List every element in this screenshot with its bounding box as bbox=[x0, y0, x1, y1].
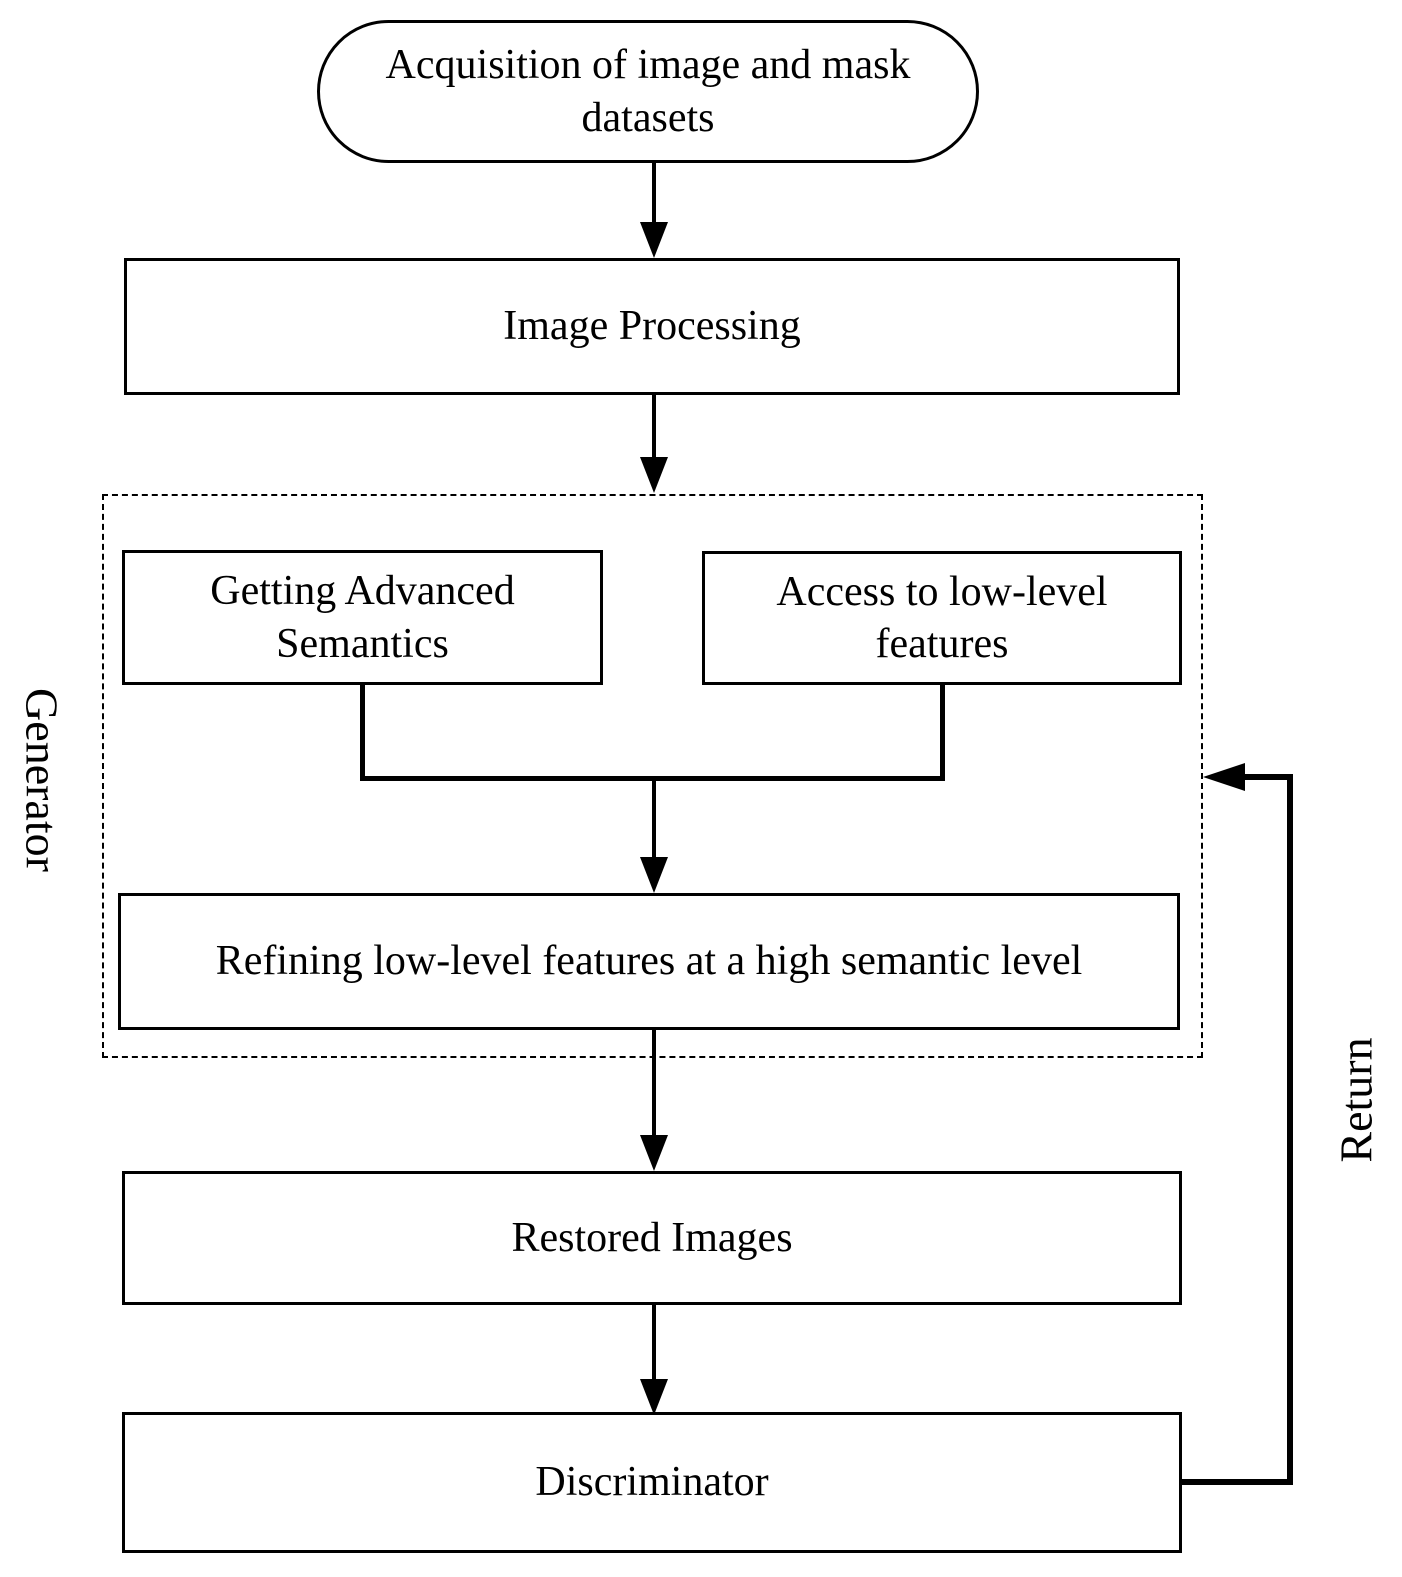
arrowhead-down-icon bbox=[640, 1135, 668, 1171]
connector-lowlevel-down-line bbox=[940, 685, 945, 780]
node-restored-images-label: Restored Images bbox=[511, 1214, 793, 1261]
node-acquisition-label: Acquisition of image and mask datasets bbox=[385, 42, 911, 141]
arrow-refining-to-restored-line bbox=[652, 1030, 656, 1135]
arrow-merge-to-refining-line bbox=[652, 780, 656, 858]
node-access-low-level-features-label: Access to low-level features bbox=[776, 568, 1108, 668]
arrowhead-down-icon bbox=[640, 457, 668, 493]
node-image-processing: Image Processing bbox=[124, 258, 1180, 395]
node-discriminator: Discriminator bbox=[122, 1412, 1182, 1553]
node-image-processing-label: Image Processing bbox=[503, 303, 801, 350]
return-side-label: Return bbox=[1330, 1037, 1382, 1163]
node-getting-advanced-semantics-label: Getting Advanced Semantics bbox=[210, 568, 515, 667]
connector-semantics-down-line bbox=[360, 685, 365, 780]
node-discriminator-label: Discriminator bbox=[535, 1459, 769, 1506]
node-acquisition: Acquisition of image and mask datasets bbox=[317, 20, 979, 163]
return-line-top-segment bbox=[1244, 774, 1293, 780]
arrow-restored-to-discriminator-line bbox=[652, 1305, 656, 1379]
arrowhead-down-icon bbox=[640, 222, 668, 258]
node-access-low-level-features: Access to low-level features bbox=[702, 551, 1182, 685]
return-line-bottom-segment bbox=[1182, 1479, 1293, 1485]
connector-merge-horizontal-line bbox=[360, 776, 945, 781]
node-refining: Refining low-level features at a high se… bbox=[118, 893, 1180, 1030]
arrow-acquisition-to-processing-line bbox=[652, 163, 656, 225]
node-refining-label: Refining low-level features at a high se… bbox=[215, 938, 1083, 985]
return-line-vertical-segment bbox=[1287, 774, 1293, 1485]
node-getting-advanced-semantics: Getting Advanced Semantics bbox=[122, 550, 603, 685]
node-restored-images: Restored Images bbox=[122, 1171, 1182, 1305]
generator-side-label: Generator bbox=[16, 688, 68, 872]
arrow-processing-to-generator-line bbox=[652, 395, 656, 459]
arrowhead-left-icon bbox=[1203, 763, 1245, 791]
arrowhead-down-icon bbox=[640, 857, 668, 893]
arrowhead-down-icon bbox=[640, 1379, 668, 1415]
